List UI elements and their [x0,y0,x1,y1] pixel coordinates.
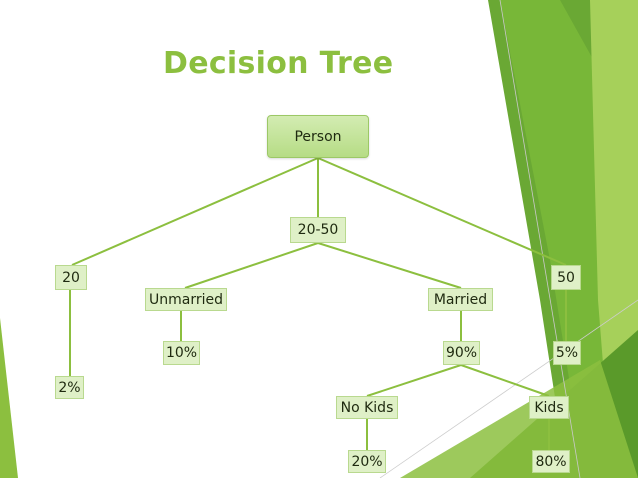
left-accent-stripe [0,318,18,478]
edge-person-50 [317,157,567,266]
node-no-kids: No Kids [336,396,398,419]
node-pct-age-20: 2% [55,376,84,399]
node-pct-age-50: 5% [553,341,581,365]
edge-person-20 [71,157,319,266]
node-age-50: 50 [551,265,581,290]
node-pct-unmarried: 10% [163,341,200,365]
decor-line [379,299,638,478]
node-pct-kids: 80% [532,450,570,473]
edge-90pct-kids [460,364,550,397]
node-kids: Kids [529,396,569,419]
slide-title: Decision Tree [163,46,394,81]
edge-2050-married [317,242,462,289]
edge-90pct-nokids [366,364,462,397]
edge-2050-unmarried [184,242,319,289]
node-pct-married: 90% [443,341,480,365]
node-person: Person [267,115,369,158]
node-age-20-50: 20-50 [290,217,346,243]
node-unmarried: Unmarried [145,288,227,311]
node-married: Married [428,288,493,311]
node-age-20: 20 [55,265,87,290]
bottom-accent-wedge-light [400,360,638,478]
node-pct-no-kids: 20% [348,450,386,473]
